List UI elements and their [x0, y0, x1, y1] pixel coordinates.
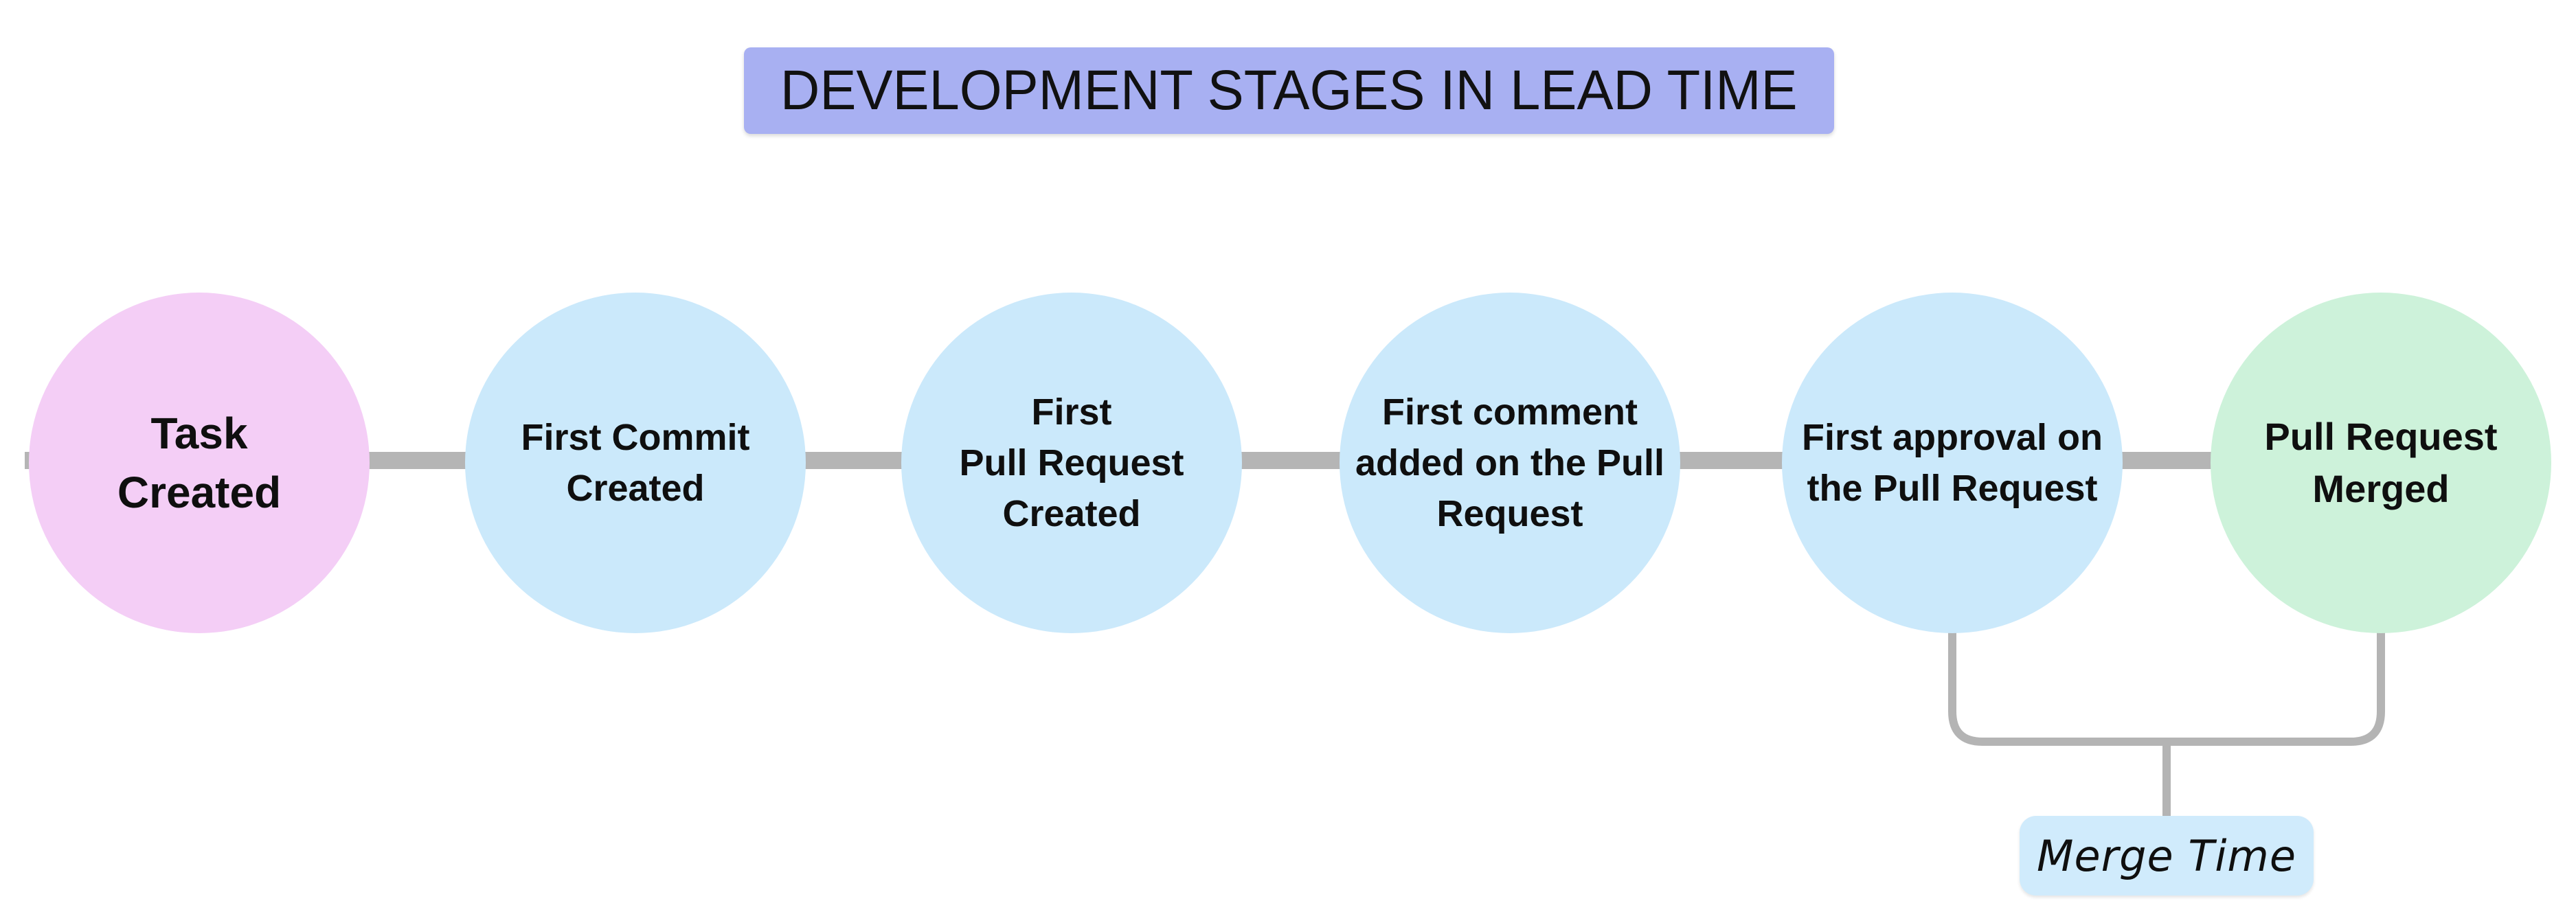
stage-label-line: Pull Request [2264, 415, 2498, 458]
stage-label-line: First Commit [521, 417, 750, 458]
stage-label-line: Created [1002, 493, 1141, 534]
merge-time-label: Merge Time [2020, 816, 2314, 896]
stage-circle-first-pull-request-created: First Pull Request Created [901, 293, 1242, 633]
page-title: DEVELOPMENT STAGES IN LEAD TIME [780, 59, 1798, 122]
stage-label-line: First approval on [1801, 417, 2103, 458]
stage-circle-first-commit-created: First Commit Created [465, 293, 806, 633]
stage-label-line: Created [566, 468, 705, 509]
stage-label-line: Merged [2312, 467, 2450, 510]
stage-label-line: Created [117, 468, 282, 517]
stage-label-line: Pull Request [959, 442, 1184, 483]
stage-label-line: the Pull Request [1807, 468, 2098, 509]
stage-label-line: Task [150, 409, 248, 458]
bracket-path [1948, 624, 2385, 746]
stage-circle-pull-request-merged: Pull Request Merged [2211, 293, 2551, 633]
stage-label-line: First comment [1381, 391, 1638, 433]
title-banner: DEVELOPMENT STAGES IN LEAD TIME [744, 47, 1834, 134]
merge-time-text: Merge Time [2037, 830, 2296, 881]
stage-label-line: added on the Pull [1355, 442, 1664, 483]
stage-label-line: First [1031, 391, 1112, 433]
stage-label-line: Request [1436, 493, 1583, 534]
stage-circle-task-created: Task Created [29, 293, 370, 633]
stage-circle-first-approval: First approval on the Pull Request [1782, 293, 2123, 633]
stage-circle-first-comment-added: First comment added on the Pull Request [1340, 293, 1680, 633]
